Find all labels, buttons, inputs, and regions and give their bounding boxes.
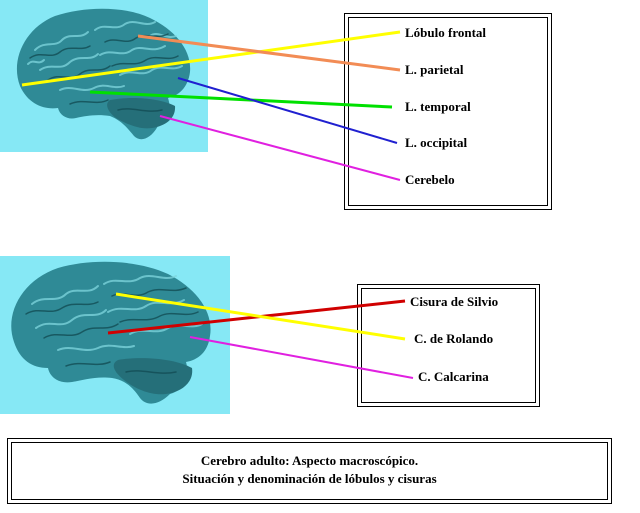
label-cisura-silvio: Cisura de Silvio — [410, 294, 499, 309]
label-occipital: L. occipital — [405, 135, 468, 150]
label-parietal: L. parietal — [405, 62, 464, 77]
label-lobulo-frontal: Lóbulo frontal — [405, 25, 487, 40]
caption-line-1: Cerebro adulto: Aspecto macroscópico. — [200, 453, 419, 468]
brain-lateral-view-lobes — [0, 0, 208, 152]
label-cerebelo: Cerebelo — [405, 172, 455, 187]
brain-lateral-view-fissures — [0, 256, 230, 414]
caption-box: Cerebro adulto: Aspecto macroscópico. Si… — [7, 438, 612, 504]
label-calcarina: C. Calcarina — [418, 369, 489, 384]
caption-line-2: Situación y denominación de lóbulos y ci… — [182, 471, 437, 486]
brain-illustration — [16, 8, 191, 140]
lobes-label-box: Lóbulo frontal L. parietal L. temporal L… — [344, 13, 552, 210]
label-rolando: C. de Rolando — [414, 331, 494, 346]
fissures-label-box: Cisura de Silvio C. de Rolando C. Calcar… — [357, 284, 540, 407]
brain-illustration — [11, 261, 211, 404]
label-temporal: L. temporal — [405, 99, 471, 114]
